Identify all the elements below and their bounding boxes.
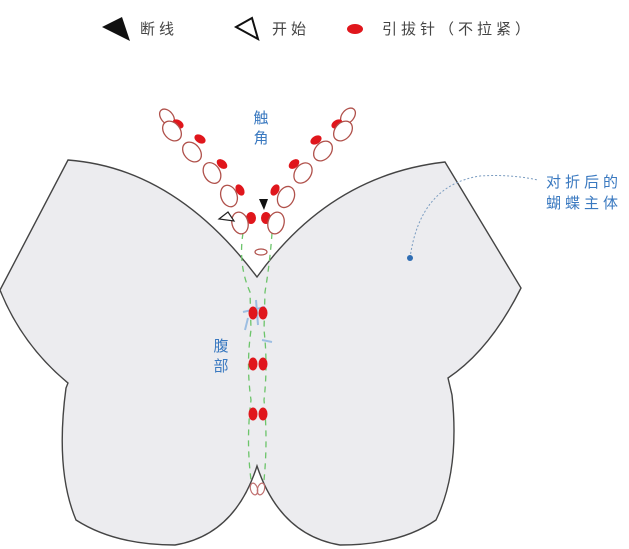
butterfly-wings-outline <box>0 159 522 546</box>
body-callout-line1: 对折后的 <box>546 173 623 191</box>
filled-triangle-icon <box>102 17 130 41</box>
red-oval-icon <box>347 24 363 34</box>
antenna-left <box>158 108 256 235</box>
legend-item-start: 开始 <box>232 14 310 42</box>
body-callout-line2: 蝴蝶主体 <box>546 194 623 212</box>
abdomen-label: 腹部 <box>213 337 229 375</box>
legend-label-slip-stitch: 引拔针（不拉紧） <box>382 19 535 38</box>
callout-leader-line <box>409 175 539 259</box>
start-marker <box>217 211 236 222</box>
outline-triangle-icon <box>233 16 260 41</box>
break-thread-marker <box>259 199 268 210</box>
legend: 断线 开始 引拔针（不拉紧） <box>0 14 629 42</box>
abdomen-stitches <box>248 306 268 421</box>
legend-item-break-thread: 断线 <box>100 14 178 42</box>
legend-label-break-thread: 断线 <box>140 19 179 38</box>
antenna-label: 触角 <box>253 109 269 147</box>
legend-item-slip-stitch: 引拔针（不拉紧） <box>344 14 534 42</box>
notch-outline-stitch <box>254 248 268 256</box>
legend-label-start: 开始 <box>272 19 311 38</box>
callout-anchor-dot <box>407 255 413 261</box>
tail-outline-stitches <box>249 482 266 496</box>
antenna-right <box>261 107 357 235</box>
